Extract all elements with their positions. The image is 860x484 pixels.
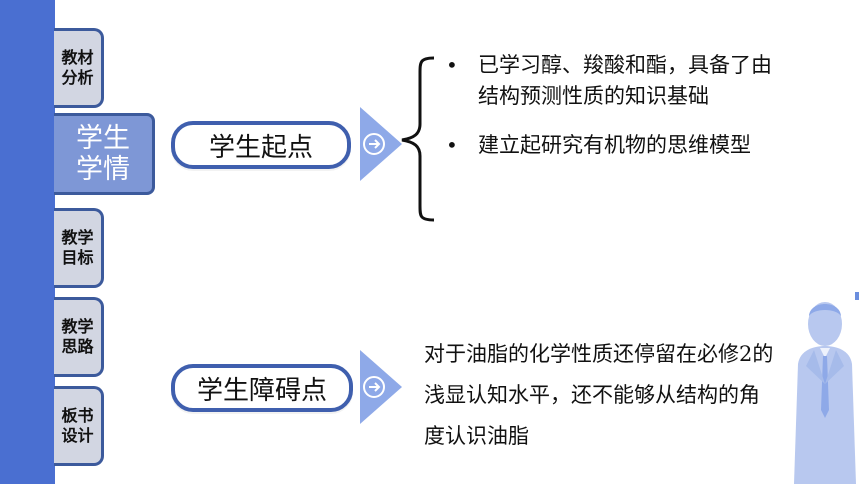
arrow-right-icon (360, 350, 402, 424)
sidebar-background (0, 0, 55, 484)
curly-brace-icon (401, 56, 435, 222)
bullet-text: 建立起研究有机物的思维模型 (478, 133, 751, 157)
bullet-icon: • (446, 53, 458, 77)
tab-teaching-goals[interactable]: 教学 目标 (54, 208, 104, 288)
student-obstacle-label: 学生障碍点 (171, 364, 353, 412)
tab-textbook-analysis[interactable]: 教材 分析 (54, 28, 104, 108)
tab-label: 教学 目标 (61, 228, 94, 267)
tab-student-analysis[interactable]: 学生 学情 (54, 113, 155, 195)
tab-teaching-approach[interactable]: 教学 思路 (54, 297, 104, 377)
tab-label: 教材 分析 (61, 48, 94, 87)
tab-label: 学生 学情 (76, 123, 130, 185)
bullet-icon: • (446, 133, 458, 157)
pill-text: 学生障碍点 (196, 375, 327, 406)
arrow-right-icon (360, 107, 402, 181)
obstacle-description: 对于油脂的化学性质还停留在必修2的浅显认知水平，还不能够从结构的角度认识油脂 (424, 342, 774, 448)
tab-label: 板书 设计 (61, 406, 94, 445)
list-item: • 已学习醇、羧酸和酯，具备了由结构预测性质的知识基础 (444, 50, 784, 112)
tab-label: 教学 思路 (61, 317, 94, 356)
starting-point-bullets: • 已学习醇、羧酸和酯，具备了由结构预测性质的知识基础 • 建立起研究有机物的思维模… (444, 50, 784, 179)
student-starting-point-label: 学生起点 (171, 121, 351, 169)
decorative-mark (855, 292, 859, 300)
tab-board-design[interactable]: 板书 设计 (54, 386, 104, 466)
businessman-illustration (794, 302, 856, 484)
bullet-text: 已学习醇、羧酸和酯，具备了由结构预测性质的知识基础 (478, 53, 772, 108)
list-item: • 建立起研究有机物的思维模型 (444, 130, 784, 161)
pill-text: 学生起点 (208, 132, 313, 163)
